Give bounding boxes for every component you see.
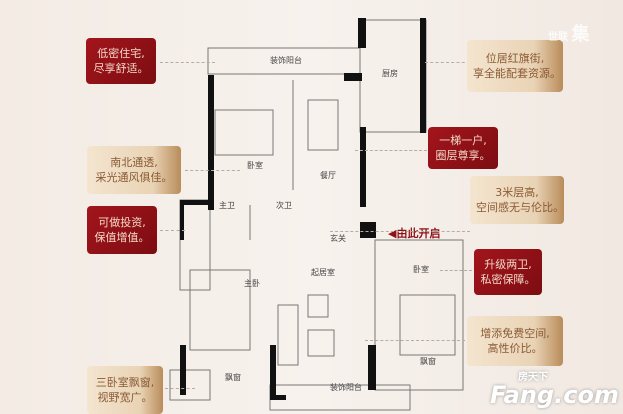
feature-tag-ventilation: 南北通透, 采光通风俱佳。 xyxy=(87,146,181,194)
leader-line xyxy=(185,170,240,171)
feature-line: 高性价比。 xyxy=(487,342,543,355)
room-label-kitchen: 厨房 xyxy=(382,69,398,78)
room-label-master-bath: 主卫 xyxy=(219,201,235,210)
coffee-table-icon xyxy=(307,329,335,357)
feature-line: 位居红旗街, xyxy=(485,52,545,65)
leader-line xyxy=(425,62,470,63)
bathtub-outline xyxy=(179,199,211,291)
room-label-bedroom-north: 卧室 xyxy=(247,161,263,170)
watermark-text: 集 xyxy=(571,24,590,45)
feature-tag-one-unit-per-floor: 一梯一户, 圈层尊享。 xyxy=(428,127,498,169)
feature-line: 采光通风俱佳。 xyxy=(95,171,173,184)
feature-line: 升级两卫, xyxy=(484,258,532,271)
bay-window-outline xyxy=(169,369,211,401)
feature-tag-low-density: 低密住宅, 尽享舒适。 xyxy=(86,38,156,84)
watermark-shilian: 世联 集 xyxy=(548,20,589,46)
leader-line xyxy=(365,340,465,341)
armchair-icon xyxy=(307,294,329,318)
room-label-second-bath: 次卫 xyxy=(276,201,292,210)
room-label-bay-window: 飘窗 xyxy=(225,373,241,382)
feature-tag-free-space: 增添免费空间, 高性价比。 xyxy=(467,316,563,366)
feature-line: 私密保障。 xyxy=(480,273,536,286)
feature-line: 南北通透, xyxy=(110,156,158,169)
watermark-text: 世联 xyxy=(548,32,568,43)
room-label-bay-window: 飘窗 xyxy=(420,357,436,366)
master-bed-icon xyxy=(189,269,251,351)
watermark-text: Fang.com xyxy=(490,381,619,409)
feature-line: 可做投资, xyxy=(98,216,146,229)
leader-line xyxy=(160,62,215,63)
feature-line: 3米层高, xyxy=(495,186,539,199)
sofa-icon xyxy=(277,304,299,366)
feature-line: 保值增值。 xyxy=(94,231,150,244)
feature-tag-bay-windows: 三卧室飘窗, 视野宽广。 xyxy=(87,366,163,414)
room-label-bedroom-east: 卧室 xyxy=(413,265,429,274)
entrance-label: 由此开启 xyxy=(396,227,441,240)
feature-line: 增添免费空间, xyxy=(480,327,550,340)
feature-line: 视野宽广。 xyxy=(97,391,153,404)
room-label-north-balcony: 装饰阳台 xyxy=(270,56,302,65)
room-label-living: 起居室 xyxy=(311,268,335,277)
leader-line xyxy=(440,270,472,271)
dining-table-icon xyxy=(307,99,339,151)
feature-line: 享全能配套资源。 xyxy=(473,67,561,80)
leader-line xyxy=(355,150,427,151)
walls xyxy=(180,18,426,400)
feature-line: 一梯一户, xyxy=(439,134,487,147)
arrow-left-icon: ◀ xyxy=(388,227,397,240)
east-bedroom-outline xyxy=(374,239,464,391)
room-label-master-bedroom: 主卧 xyxy=(244,279,260,288)
leader-line xyxy=(330,231,470,232)
feature-tag-location: 位居红旗街, 享全能配套资源。 xyxy=(467,40,563,92)
feature-line: 低密住宅, xyxy=(97,47,145,60)
room-label-foyer: 玄关 xyxy=(330,234,346,243)
room-label-dining: 餐厅 xyxy=(320,171,336,180)
bed-icon xyxy=(214,109,274,156)
feature-line: 尽享舒适。 xyxy=(93,62,149,75)
east-bed-icon xyxy=(399,294,456,356)
feature-line: 圈层尊享。 xyxy=(435,149,491,162)
watermark-fang-logo: 房天下 Fang.com xyxy=(490,368,619,407)
entrance-marker: ◀由此开启 xyxy=(388,225,440,241)
leader-line xyxy=(165,388,195,389)
feature-tag-two-bathrooms: 升级两卫, 私密保障。 xyxy=(474,249,542,295)
room-label-south-balcony: 装饰阳台 xyxy=(330,383,362,392)
feature-line: 空间感无与伦比。 xyxy=(476,201,564,214)
feature-tag-ceiling-height: 3米层高, 空间感无与伦比。 xyxy=(470,176,564,224)
watermark-text: 房天下 xyxy=(518,372,548,383)
feature-tag-investment: 可做投资, 保值增值。 xyxy=(87,206,157,254)
feature-line: 三卧室飘窗, xyxy=(95,376,155,389)
leader-line xyxy=(160,230,185,231)
